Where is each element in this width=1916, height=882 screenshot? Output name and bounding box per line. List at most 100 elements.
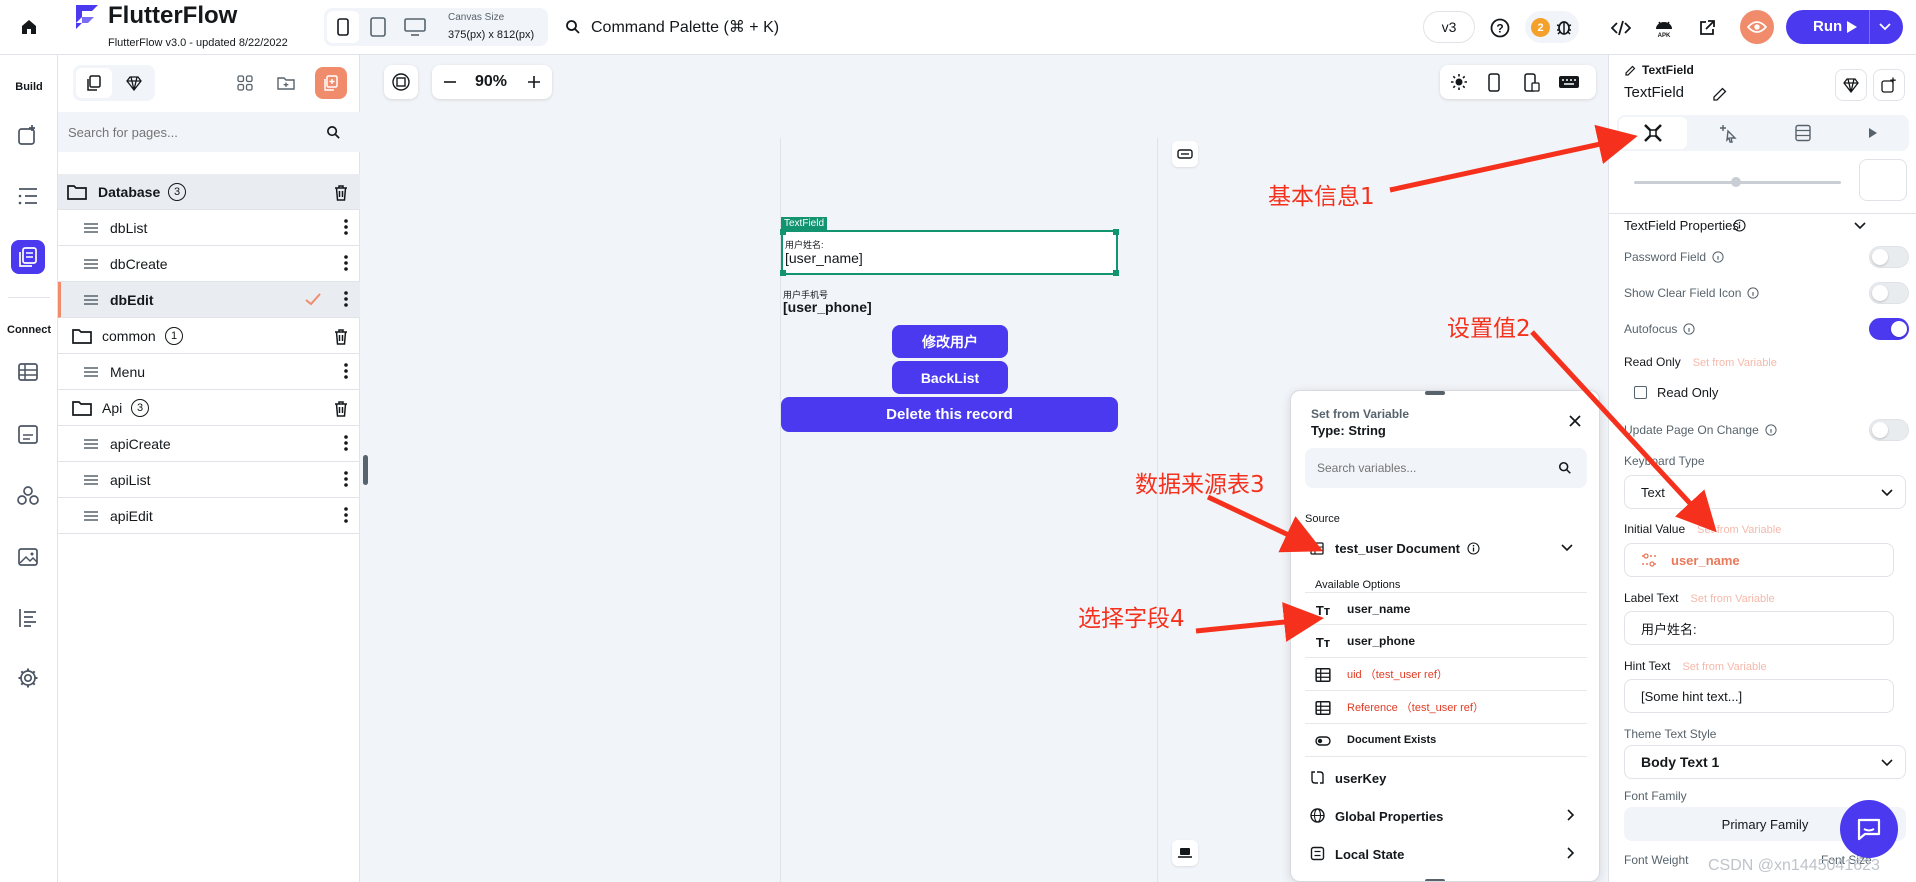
set-from-variable-link[interactable]: Set from Variable bbox=[1690, 593, 1775, 605]
preview-button[interactable] bbox=[1740, 10, 1774, 44]
zoom-out-button[interactable] bbox=[438, 70, 462, 94]
add-folder-button[interactable] bbox=[271, 68, 301, 98]
option-document-exists[interactable]: Document Exists bbox=[1305, 724, 1587, 757]
rail-settings[interactable] bbox=[11, 661, 45, 695]
page-search-input[interactable] bbox=[68, 120, 308, 144]
slider-thumb[interactable] bbox=[1731, 177, 1741, 187]
textfield-user-name[interactable]: 用户姓名: [user_name] bbox=[780, 229, 1119, 276]
close-button[interactable] bbox=[1565, 411, 1585, 431]
trash-icon[interactable] bbox=[334, 184, 348, 201]
label-text-field[interactable]: 用户姓名: bbox=[1624, 611, 1894, 645]
variable-search-input[interactable] bbox=[1317, 457, 1537, 479]
update-page-toggle[interactable] bbox=[1869, 419, 1909, 441]
grid-view-button[interactable] bbox=[230, 68, 260, 98]
help-button[interactable]: ? bbox=[1484, 12, 1516, 44]
page-row-apilist[interactable]: apiList bbox=[58, 462, 360, 498]
open-external-button[interactable] bbox=[1691, 12, 1723, 44]
color-swatch[interactable] bbox=[1859, 159, 1907, 201]
tablet-view-button[interactable] bbox=[362, 11, 394, 43]
page-search[interactable] bbox=[58, 112, 360, 152]
trash-icon[interactable] bbox=[334, 328, 348, 345]
tab-animations[interactable] bbox=[1839, 117, 1907, 149]
add-page-button[interactable] bbox=[315, 67, 347, 99]
section-title[interactable]: TextField Properties bbox=[1624, 218, 1914, 242]
source-user-key[interactable]: userKey bbox=[1305, 758, 1587, 796]
page-row-apiedit[interactable]: apiEdit bbox=[58, 498, 360, 534]
nav-bar-toggle[interactable] bbox=[1172, 840, 1198, 866]
show-clear-icon-toggle[interactable] bbox=[1869, 282, 1909, 304]
device-rotate-icon[interactable] bbox=[1524, 73, 1540, 92]
rail-theme[interactable] bbox=[11, 601, 45, 635]
read-only-checkbox-row[interactable]: Read Only bbox=[1634, 383, 1718, 401]
keyboard-type-select[interactable]: Text bbox=[1624, 475, 1906, 509]
rail-widget-palette[interactable] bbox=[11, 118, 45, 152]
rail-pages[interactable] bbox=[11, 240, 45, 274]
more-vert-icon[interactable] bbox=[344, 435, 348, 451]
rail-widget-tree[interactable] bbox=[11, 179, 45, 213]
canvas-size-value[interactable]: 375(px) x 812(px) bbox=[448, 29, 535, 41]
canvas-fit-button[interactable] bbox=[384, 65, 418, 99]
sun-icon[interactable] bbox=[1450, 73, 1468, 91]
page-row-menu[interactable]: Menu bbox=[58, 354, 360, 390]
more-vert-icon[interactable] bbox=[344, 219, 348, 235]
rail-media[interactable] bbox=[11, 417, 45, 451]
trash-icon[interactable] bbox=[334, 400, 348, 417]
download-apk-button[interactable]: APK bbox=[1648, 12, 1680, 44]
page-row-dbedit-selected[interactable]: dbEdit bbox=[58, 282, 360, 318]
app-bar-toggle[interactable] bbox=[1172, 141, 1198, 167]
folder-row-database[interactable]: Database 3 bbox=[58, 174, 360, 210]
variable-search[interactable] bbox=[1305, 448, 1587, 488]
source-local-state[interactable]: Local State bbox=[1305, 834, 1587, 872]
save-component-button[interactable] bbox=[1835, 69, 1867, 101]
keyboard-icon[interactable] bbox=[1558, 75, 1580, 89]
page-row-dbcreate[interactable]: dbCreate bbox=[58, 246, 360, 282]
rail-media-assets[interactable] bbox=[11, 540, 45, 574]
source-global-properties[interactable]: Global Properties bbox=[1305, 796, 1587, 834]
more-vert-icon[interactable] bbox=[344, 471, 348, 487]
zoom-in-button[interactable] bbox=[522, 70, 546, 94]
folder-row-common[interactable]: common 1 bbox=[58, 318, 360, 354]
set-from-variable-link[interactable]: Set from Variable bbox=[1697, 524, 1782, 536]
notifications-group[interactable]: 2 bbox=[1525, 11, 1579, 43]
device-frame-icon[interactable] bbox=[1488, 73, 1500, 92]
more-vert-icon[interactable] bbox=[344, 291, 348, 307]
tab-actions[interactable] bbox=[1695, 117, 1763, 149]
initial-value-field[interactable]: user_name bbox=[1624, 543, 1894, 577]
folder-row-api[interactable]: Api 3 bbox=[58, 390, 360, 426]
autofocus-toggle[interactable] bbox=[1869, 318, 1909, 340]
option-uid[interactable]: uid （test_user ref） bbox=[1305, 658, 1587, 691]
tab-components[interactable] bbox=[116, 68, 152, 98]
version-badge[interactable]: v3 bbox=[1423, 11, 1475, 43]
back-list-button[interactable]: BackList bbox=[892, 361, 1008, 394]
delete-record-button[interactable]: Delete this record bbox=[781, 397, 1118, 432]
drag-handle[interactable] bbox=[1425, 391, 1445, 395]
page-row-dblist[interactable]: dbList bbox=[58, 210, 360, 246]
add-widget-button[interactable] bbox=[1873, 69, 1905, 101]
option-reference[interactable]: Reference （test_user ref） bbox=[1305, 691, 1587, 724]
drag-handle-bottom[interactable] bbox=[1425, 879, 1445, 881]
more-vert-icon[interactable] bbox=[344, 507, 348, 523]
code-view-button[interactable] bbox=[1605, 12, 1637, 44]
more-vert-icon[interactable] bbox=[344, 363, 348, 379]
theme-text-style-select[interactable]: Body Text 1 bbox=[1624, 745, 1906, 779]
home-button[interactable] bbox=[14, 12, 44, 42]
panel-resize-handle[interactable] bbox=[363, 455, 368, 485]
set-from-variable-link[interactable]: Set from Variable bbox=[1682, 661, 1767, 673]
command-palette-button[interactable]: Command Palette (⌘ + K) bbox=[565, 16, 779, 38]
page-row-apicreate[interactable]: apiCreate bbox=[58, 426, 360, 462]
set-from-variable-link[interactable]: Set from Variable bbox=[1692, 357, 1777, 369]
tab-backend-query[interactable] bbox=[1769, 117, 1837, 149]
password-field-toggle[interactable] bbox=[1869, 246, 1909, 268]
run-button[interactable]: Run bbox=[1786, 10, 1903, 44]
phone-view-button[interactable] bbox=[327, 11, 359, 43]
tab-pages[interactable] bbox=[76, 68, 112, 98]
desktop-view-button[interactable] bbox=[397, 11, 433, 43]
widget-name[interactable]: TextField bbox=[1624, 84, 1685, 101]
rename-pencil-icon[interactable] bbox=[1713, 87, 1727, 101]
read-only-checkbox[interactable] bbox=[1634, 385, 1647, 399]
edit-user-button[interactable]: 修改用户 bbox=[892, 325, 1008, 358]
support-chat-button[interactable] bbox=[1840, 800, 1898, 858]
rail-firestore[interactable] bbox=[11, 355, 45, 389]
rail-integrations[interactable] bbox=[11, 479, 45, 513]
textfield-user-phone[interactable]: 用户手机号 [user_phone] bbox=[781, 288, 1118, 328]
